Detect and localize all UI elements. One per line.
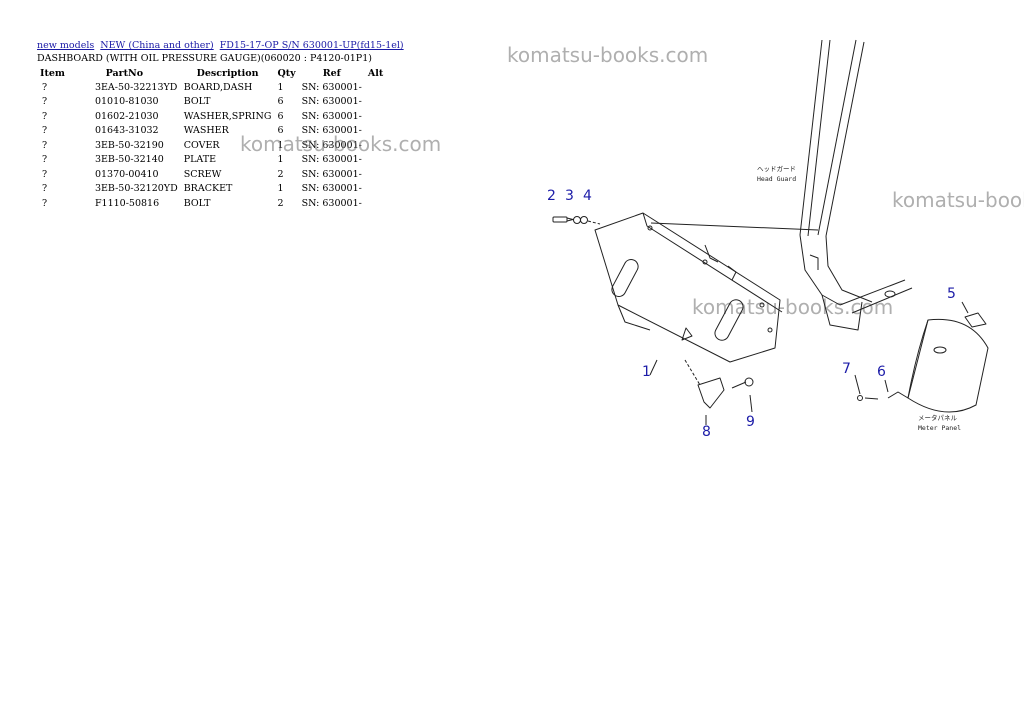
callout-1: 1: [642, 364, 651, 380]
cell-item: ?: [42, 125, 48, 137]
callout-2: 2: [547, 188, 556, 204]
cell-item: ?: [42, 139, 48, 151]
table-row: ? 01643-31032 WASHER 6 SN: 630001-: [37, 124, 386, 139]
cell-ref: SN: 630001-: [301, 168, 362, 180]
cell-alt: [365, 167, 386, 182]
table-row: ? 01370-00410 SCREW 2 SN: 630001-: [37, 167, 386, 182]
breadcrumb-link-new-models[interactable]: new models: [37, 40, 95, 51]
bracket-drawing: [684, 359, 754, 409]
header-partno: PartNo: [105, 67, 144, 79]
meter-panel-cover-drawing: [857, 312, 989, 413]
cell-alt: [365, 196, 386, 211]
callout-3: 3: [565, 188, 574, 204]
cell-ref: SN: 630001-: [301, 139, 362, 151]
cell-item: ?: [42, 183, 48, 195]
cell-qty: 2: [277, 197, 284, 209]
table-row: ? 01010-81030 BOLT 6 SN: 630001-: [37, 95, 386, 110]
table-row: ? F1110-50816 BOLT 2 SN: 630001-: [37, 196, 386, 211]
cell-description: WASHER: [183, 125, 229, 137]
cell-alt: [365, 182, 386, 197]
cell-partno: 01643-31032: [94, 125, 159, 137]
breadcrumb-link-region[interactable]: NEW (China and other): [100, 40, 214, 51]
cell-ref: SN: 630001-: [301, 110, 362, 122]
cell-alt: [365, 153, 386, 168]
cell-alt: [365, 95, 386, 110]
header-alt: Alt: [367, 67, 384, 79]
cell-qty: 6: [277, 96, 284, 108]
cell-alt: [365, 109, 386, 124]
dashboard-board-drawing: [594, 212, 819, 363]
cell-partno: 3EB-50-32140: [94, 154, 164, 166]
callout-9: 9: [746, 414, 755, 430]
table-row: ? 01602-21030 WASHER,SPRING 6 SN: 630001-: [37, 109, 386, 124]
table-header-row: Item PartNo Description Qty Ref Alt: [37, 66, 386, 80]
header-ref: Ref: [322, 67, 341, 79]
cell-partno: F1110-50816: [94, 197, 160, 209]
header-item: Item: [40, 67, 65, 79]
cell-item: ?: [42, 154, 48, 166]
cell-ref: SN: 630001-: [301, 81, 362, 93]
exploded-parts-diagram: 2 3 4 1 8 9 7 6 5 ヘッドガード Head Guard メータパ…: [547, 39, 989, 440]
table-row: ? 3EB-50-32190 COVER 1 SN: 630001-: [37, 138, 386, 153]
cell-item: ?: [42, 168, 48, 180]
cell-partno: 01370-00410: [94, 168, 159, 180]
callout-8: 8: [702, 424, 711, 440]
cell-item: ?: [42, 110, 48, 122]
cell-item: ?: [42, 197, 48, 209]
cell-partno: 3EB-50-32190: [94, 139, 164, 151]
cell-description: BOARD,DASH: [183, 81, 253, 93]
head-guard-label-en: Head Guard: [757, 175, 796, 183]
cell-qty: 1: [277, 81, 284, 93]
meter-panel-label-en: Meter Panel: [918, 424, 961, 432]
cell-qty: 1: [277, 183, 284, 195]
cell-ref: SN: 630001-: [301, 197, 362, 209]
cell-partno: 3EB-50-32120YD: [94, 183, 178, 195]
cell-qty: 6: [277, 110, 284, 122]
cell-qty: 2: [277, 168, 284, 180]
header-description: Description: [196, 67, 259, 79]
head-guard-drawing: [799, 39, 913, 331]
cell-description: BRACKET: [183, 183, 233, 195]
callout-4: 4: [583, 188, 592, 204]
cell-description: BOLT: [183, 197, 211, 209]
cell-alt: [365, 124, 386, 139]
table-row: ? 3EB-50-32140 PLATE 1 SN: 630001-: [37, 153, 386, 168]
cell-qty: 1: [277, 154, 284, 166]
bolt-washer-group: [552, 216, 601, 225]
cell-ref: SN: 630001-: [301, 183, 362, 195]
cell-ref: SN: 630001-: [301, 96, 362, 108]
cell-description: BOLT: [183, 96, 211, 108]
callout-6: 6: [877, 364, 886, 380]
header-qty: Qty: [277, 67, 296, 79]
cell-description: SCREW: [183, 168, 222, 180]
cell-alt: [365, 80, 386, 95]
cell-qty: 6: [277, 125, 284, 137]
cell-partno: 01010-81030: [94, 96, 159, 108]
meter-panel-label-jp: メータパネル: [918, 413, 958, 422]
cell-description: PLATE: [183, 154, 217, 166]
cell-description: WASHER,SPRING: [183, 110, 272, 122]
cell-description: COVER: [183, 139, 220, 151]
callout-7: 7: [842, 361, 851, 377]
head-guard-label-jp: ヘッドガード: [757, 164, 796, 173]
cell-item: ?: [42, 81, 48, 93]
callout-5: 5: [947, 286, 956, 302]
cell-alt: [365, 138, 386, 153]
table-row: ? 3EB-50-32120YD BRACKET 1 SN: 630001-: [37, 182, 386, 197]
breadcrumb-link-model[interactable]: FD15-17-OP S/N 630001-UP(fd15-1el): [219, 40, 404, 51]
cell-ref: SN: 630001-: [301, 125, 362, 137]
parts-table: Item PartNo Description Qty Ref Alt ? 3EA…: [37, 66, 386, 211]
table-row: ? 3EA-50-32213YD BOARD,DASH 1 SN: 630001-: [37, 80, 386, 95]
cell-partno: 01602-21030: [94, 110, 159, 122]
cell-ref: SN: 630001-: [301, 154, 362, 166]
page-title: DASHBOARD (WITH OIL PRESSURE GAUGE)(0600…: [37, 53, 372, 64]
breadcrumb: new models NEW (China and other) FD15-17…: [37, 40, 407, 51]
cell-item: ?: [42, 96, 48, 108]
cell-partno: 3EA-50-32213YD: [94, 81, 178, 93]
cell-qty: 1: [277, 139, 284, 151]
